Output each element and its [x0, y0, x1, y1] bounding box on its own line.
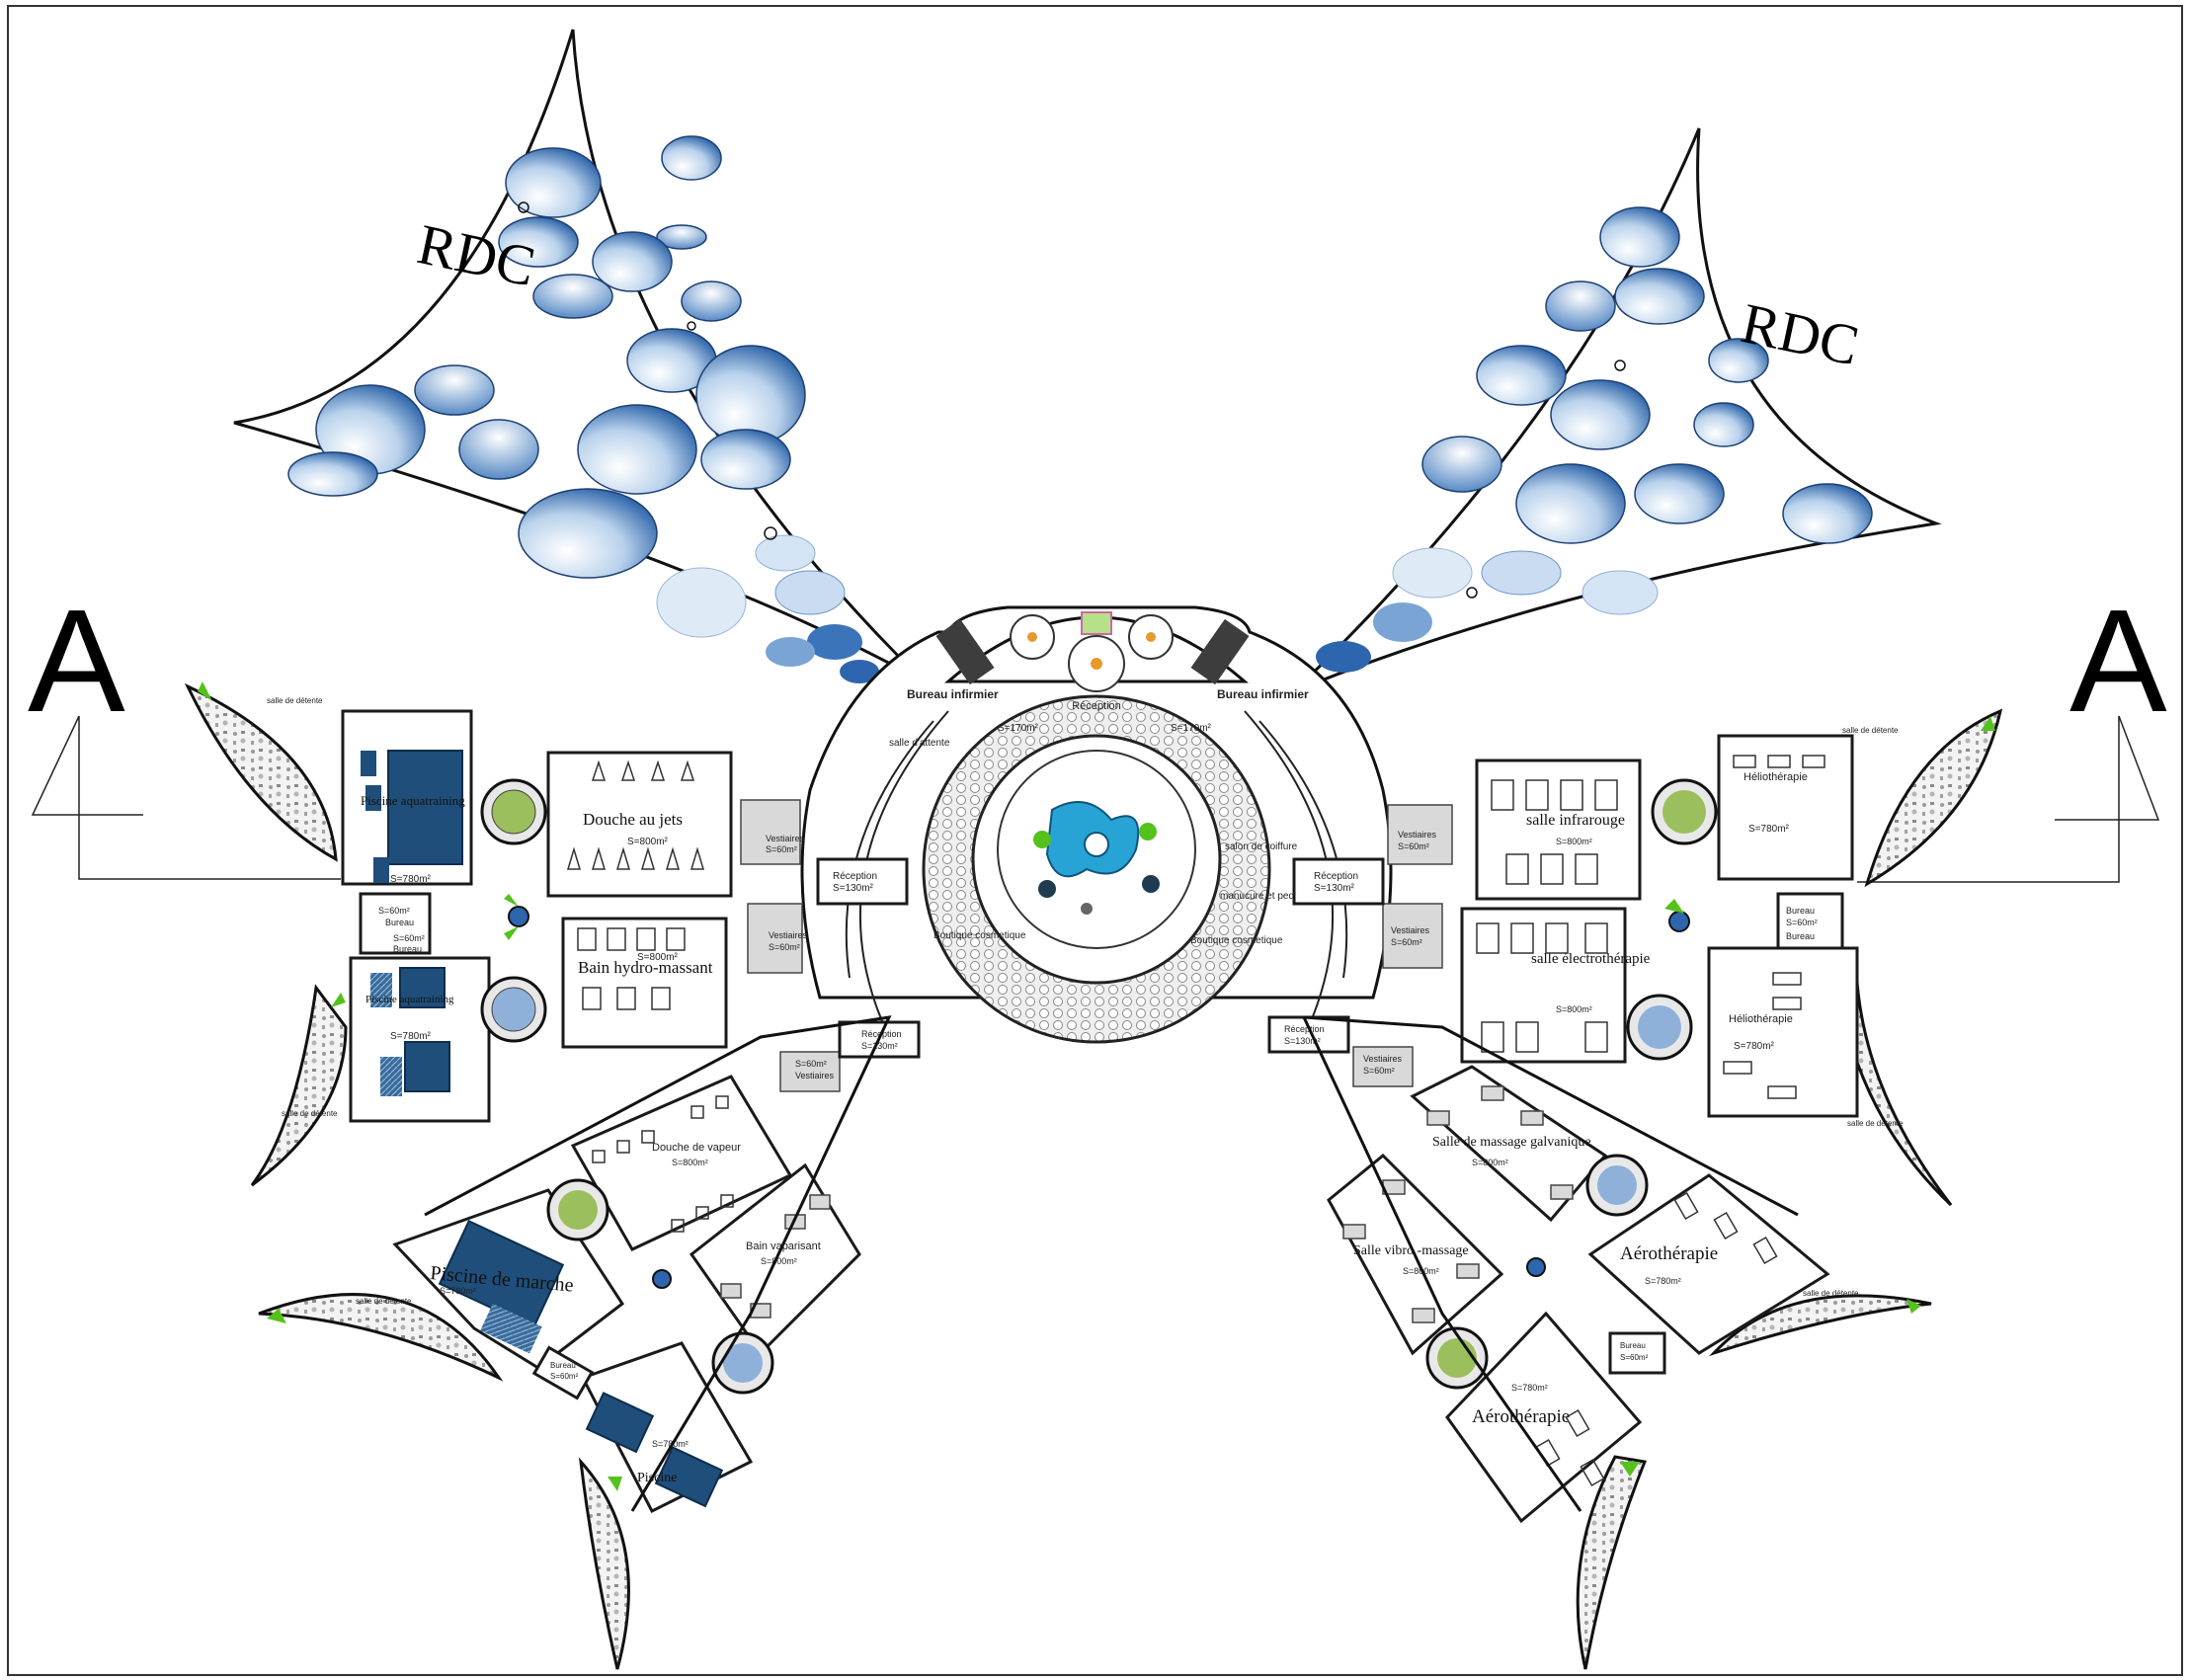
left-vestiaire-2-area: S=60m²: [769, 942, 800, 952]
left-piscine-small-area: S=780m²: [652, 1439, 689, 1449]
left-douche-vapeur-area: S=800m²: [672, 1158, 708, 1167]
left-reception-label: Réception: [833, 871, 877, 882]
right-helio-second-area: S=780m²: [1734, 1041, 1775, 1052]
left-wing-upper: Piscine aquatraining S=780m² S=60m² Bure…: [184, 681, 909, 1187]
center-area-right: S=170m²: [1171, 723, 1212, 734]
right-helio-top-area: S=780m²: [1748, 824, 1790, 835]
bureau-infirmier-right-label: Bureau infirmier: [1217, 687, 1309, 701]
right-vestiaire-area: S=60m²: [1398, 841, 1429, 851]
right-salle-top-area: S=800m²: [1556, 837, 1592, 846]
left-lower-bureau-area: S=60m²: [550, 1372, 579, 1381]
left-piscine-marche-area: S=780m²: [440, 1286, 476, 1296]
right-lower-vestiaire-label: Vestiaires: [1363, 1054, 1403, 1064]
left-pool-top-area: S=780m²: [390, 874, 432, 885]
section-marker-left-label: A: [28, 580, 125, 743]
right-vibro-label: Salle vibro -massage: [1353, 1243, 1469, 1258]
right-salle-top-label: salle infrarouge: [1526, 812, 1625, 829]
boutique-left-label: Boutique cosmetique: [933, 930, 1026, 941]
right-lower-detente: salle de détente: [1803, 1289, 1859, 1298]
right-massage-area: S=800m²: [1472, 1158, 1508, 1167]
center-area-left: S=170m²: [998, 723, 1039, 734]
left-piscine-small-label: Piscine: [637, 1471, 677, 1485]
right-salle-second-area: S=800m²: [1556, 1004, 1592, 1014]
center-reception-label: Réception: [1072, 700, 1121, 712]
pool-aquatraining-top: [387, 750, 463, 865]
right-massage-label: Salle de massage galvanique: [1432, 1135, 1591, 1150]
right-salle-second-label: salle électrothérapie: [1531, 951, 1651, 967]
right-helio-top-label: Héliothérapie: [1744, 771, 1808, 783]
right-lower-reception-label: Réception: [1284, 1024, 1325, 1034]
right-lower-bureau-label: Bureau: [1620, 1341, 1646, 1350]
left-bureau-area-2: S=60m²: [393, 933, 425, 943]
left-lower-vestiaire-area: S=60m²: [795, 1059, 827, 1069]
right-vestiaire-label: Vestiaires: [1398, 830, 1437, 840]
coiffure-label: salon de coiffure: [1225, 841, 1298, 852]
right-bureau-label-2: Bureau: [1786, 931, 1815, 941]
right-vestiaire-2-area: S=60m²: [1391, 937, 1422, 947]
left-lower-reception-area: S=130m²: [861, 1041, 898, 1051]
right-bureau-area: S=60m²: [1786, 918, 1818, 927]
bureau-infirmier-left-label: Bureau infirmier: [907, 687, 999, 701]
right-aero-lower-area: S=780m²: [1511, 1383, 1548, 1393]
left-vestiaire-label: Vestiaires: [766, 834, 805, 843]
left-roof-sail: RDC: [233, 29, 926, 704]
left-pool-top-label: Piscine aquatraining: [361, 793, 465, 808]
right-bureau-label: Bureau: [1786, 906, 1815, 916]
left-pool-second-label: Piscine aquatraining: [365, 994, 454, 1005]
right-reception-label: Réception: [1314, 871, 1358, 882]
right-lower-reception-area: S=130m²: [1284, 1036, 1321, 1046]
right-roof-sail: RDC: [1292, 127, 1942, 701]
right-wing-lower: Aérothérapie S=780m² Aérothérapie S=780m…: [1267, 1015, 1932, 1670]
left-reception-area: S=130m²: [833, 883, 874, 894]
left-vestiaire-area: S=60m²: [766, 844, 797, 854]
left-bain-area: S=800m²: [637, 952, 679, 963]
section-marker-right-label: A: [2069, 580, 2167, 743]
left-douche-area: S=800m²: [627, 837, 669, 847]
right-helio-second-label: Héliothérapie: [1729, 1013, 1793, 1025]
right-detente-second: salle de détente: [1847, 1119, 1904, 1128]
left-detente-top: salle de détente: [267, 696, 323, 705]
right-vestiaire-2-label: Vestiaires: [1391, 925, 1430, 935]
salle-attente-label: salle d'attente: [889, 738, 950, 749]
left-vestiaire-2-label: Vestiaires: [769, 930, 808, 940]
right-aero-lower-label: Aérothérapie: [1472, 1406, 1570, 1427]
left-douche-vapeur-label: Douche de vapeur: [652, 1142, 741, 1154]
left-bain-label: Bain hydro-massant: [578, 958, 713, 977]
pedicure-label: manucure et pedicure: [1220, 891, 1316, 902]
right-detente-top: salle de détente: [1842, 726, 1899, 735]
boutique-right-label: Boutique cosmetique: [1190, 935, 1283, 946]
drawing-frame: [7, 5, 2183, 1676]
right-wing-upper: Héliothérapie S=780m² Héliothérapie S=78…: [1292, 708, 2003, 1207]
left-lower-detente: salle de détente: [356, 1297, 412, 1306]
left-lower-bureau-label: Bureau: [550, 1361, 576, 1370]
right-aero-upper-area: S=780m²: [1645, 1276, 1681, 1286]
right-reception-area: S=130m²: [1314, 883, 1355, 894]
left-pool-second-area: S=780m²: [390, 1031, 432, 1042]
left-bureau-area-1: S=60m²: [378, 906, 410, 916]
left-lower-vestiaire-label: Vestiaires: [795, 1071, 835, 1080]
central-hub: Réception Bureau infirmier Bureau infirm…: [800, 605, 1393, 1044]
left-wing-lower: Piscine de marche S=780m² Piscine S=780m…: [258, 1015, 921, 1670]
left-bureau-label-2: Bureau: [393, 944, 422, 954]
left-bain-vapeur-area: S=800m²: [761, 1256, 797, 1266]
left-douche-label: Douche au jets: [583, 810, 683, 829]
right-lower-bureau-area: S=60m²: [1620, 1353, 1649, 1362]
section-marker-right: A: [1857, 580, 2167, 883]
section-marker-left: A: [28, 580, 341, 880]
right-lower-vestiaire-area: S=60m²: [1363, 1066, 1395, 1076]
left-detente-second: salle de détente: [282, 1109, 338, 1118]
right-aero-upper-label: Aérothérapie: [1620, 1243, 1718, 1264]
left-bureau-label-1: Bureau: [385, 918, 414, 927]
